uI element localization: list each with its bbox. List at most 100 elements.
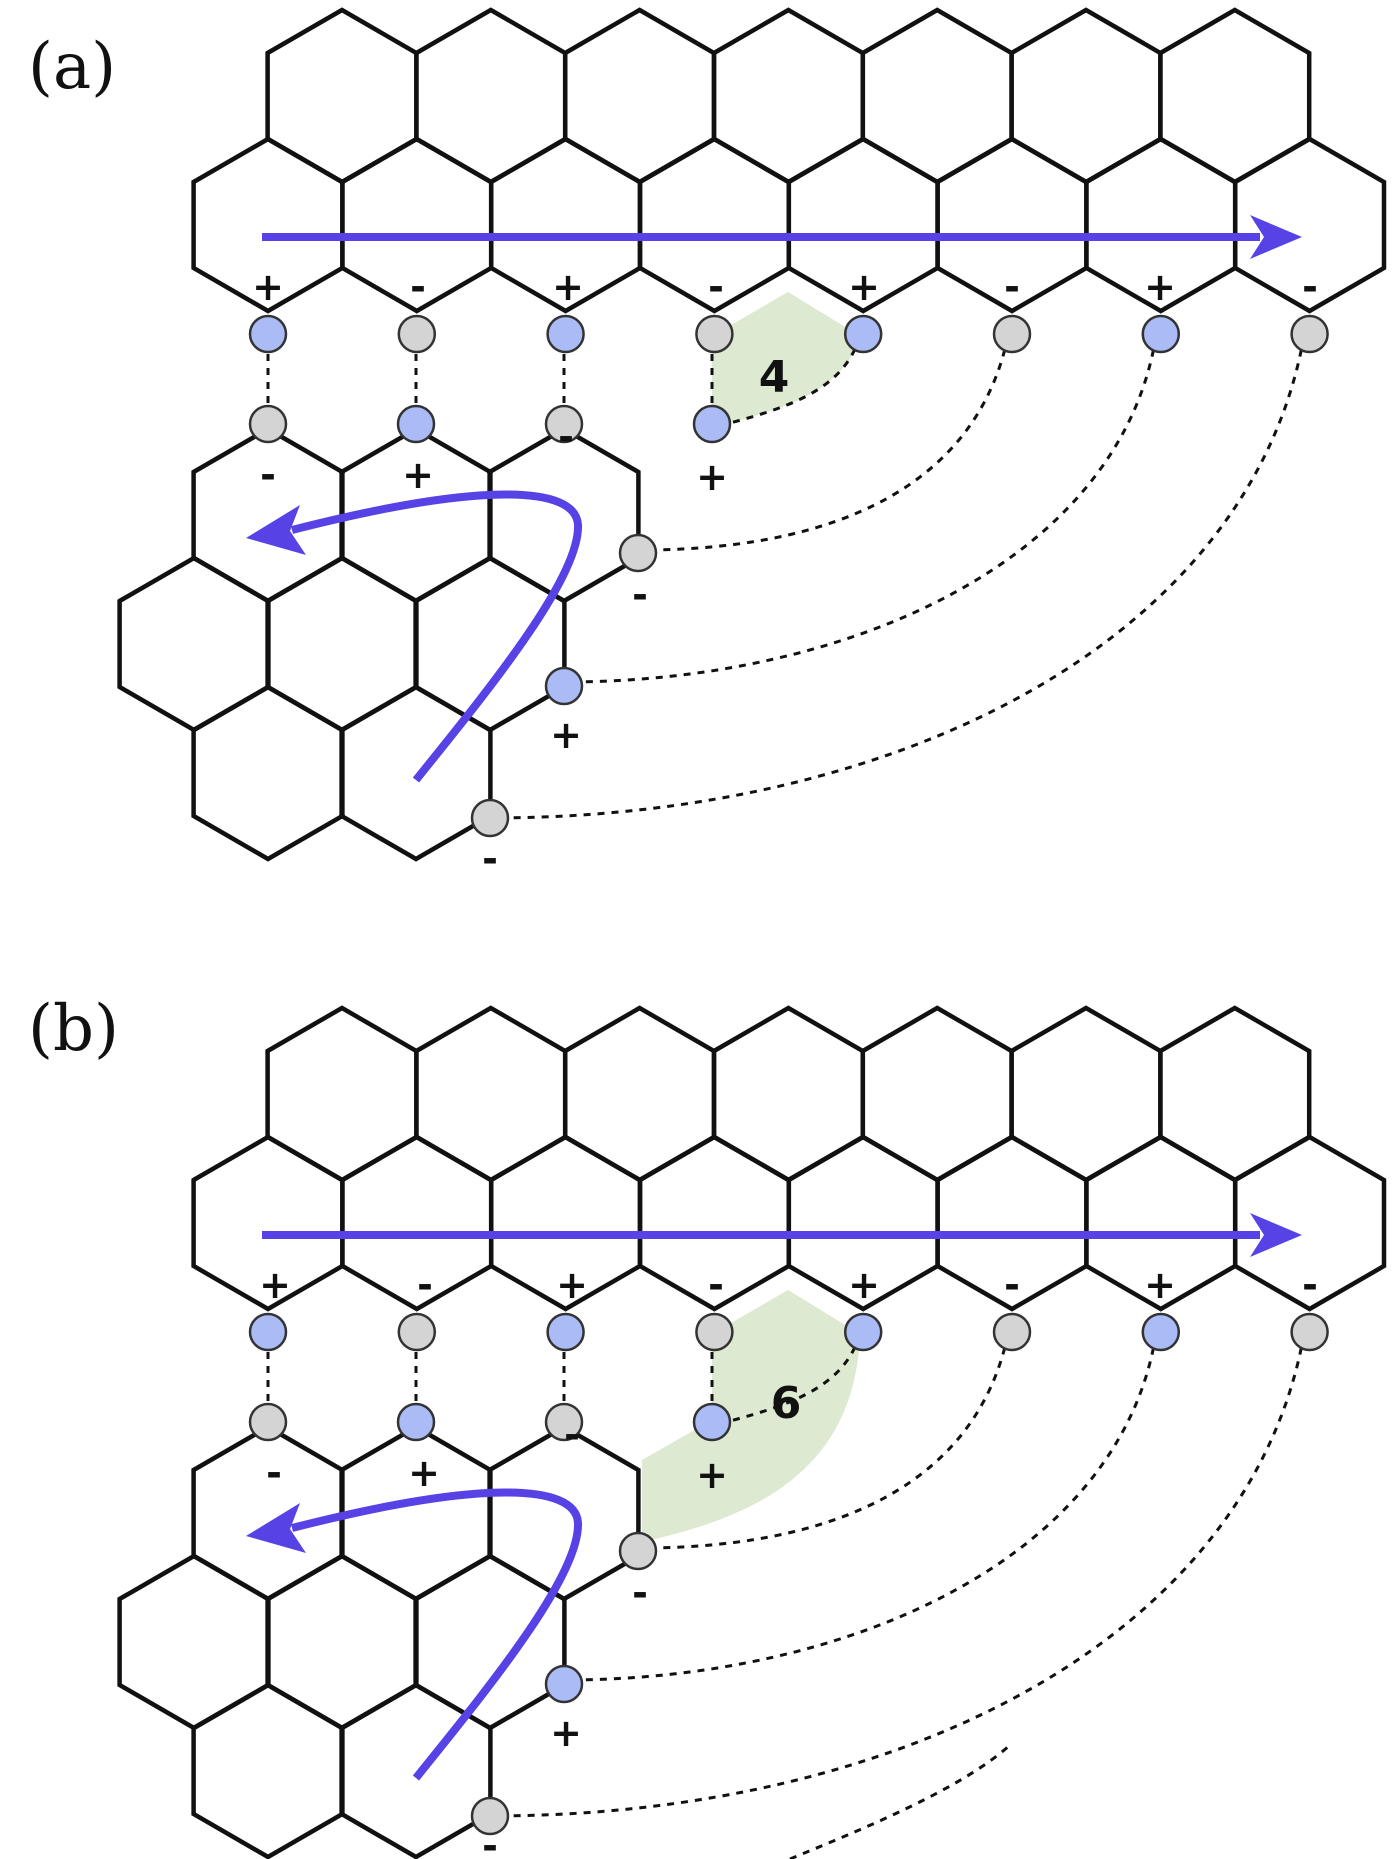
top-sign: + [848, 265, 880, 309]
dashed-curve-link [789, 1743, 1012, 1859]
dashed-links [266, 1333, 1306, 1859]
site-top [695, 314, 734, 354]
edge-sign: - [632, 1571, 648, 1615]
hexagon-cell [117, 1553, 271, 1731]
hex-lattice [117, 7, 1387, 862]
site-edge [470, 1796, 510, 1836]
hexagon-cell [413, 555, 567, 733]
hexagon-cell [414, 1005, 568, 1183]
top-sign: - [410, 265, 426, 309]
site-top [546, 314, 585, 354]
dashed-links [266, 335, 1306, 820]
flow-arrow-curve [291, 1488, 583, 1781]
hexagon-cell [265, 7, 419, 185]
lower-sign: + [402, 453, 434, 497]
panel-label: (a) [28, 30, 116, 104]
site-lower [692, 1402, 732, 1442]
site-top [992, 1312, 1032, 1352]
hexagon-cell [191, 684, 345, 862]
dashed-curve-link [563, 335, 1158, 684]
lower-sign: + [696, 455, 728, 499]
edge-sign: + [550, 713, 582, 757]
site-edge [618, 533, 658, 573]
ring-size-label: 4 [759, 352, 790, 403]
lower-sign: + [408, 1451, 440, 1495]
dashed-curve-link [725, 1333, 862, 1424]
site-top [397, 1312, 437, 1352]
site-top [843, 314, 883, 354]
hexagon-cell [413, 1553, 567, 1731]
edge-sign: - [482, 1824, 498, 1859]
hexagon-cell [414, 7, 568, 185]
hex-lattice [117, 1005, 1387, 1859]
lower-sign: - [558, 415, 574, 459]
top-sign: - [1004, 1263, 1020, 1307]
site-lower [396, 404, 436, 444]
top-sign: + [556, 1263, 588, 1307]
hexagon-cell [1009, 7, 1163, 185]
site-edge [544, 666, 584, 706]
site-top [843, 1312, 883, 1352]
hexagon-cell [1158, 7, 1312, 185]
hexagon-cell [1009, 1005, 1163, 1183]
hexagon-cell [562, 7, 717, 185]
dashed-curve-link [563, 1333, 1158, 1682]
top-sign: - [1004, 265, 1020, 309]
site-edge [544, 1664, 584, 1704]
sign-labels: + - + - + - + - - + - + - + - [252, 265, 1318, 881]
top-sign: + [1144, 1263, 1176, 1307]
panel-label: (b) [28, 992, 119, 1066]
dashed-curve-link [639, 335, 1010, 552]
edge-sign: - [482, 837, 498, 881]
site-top [1141, 1312, 1181, 1352]
lower-sign: - [260, 453, 276, 497]
dashed-curve-link [725, 335, 862, 426]
lower-sign: - [564, 1413, 580, 1457]
top-sign: - [708, 265, 724, 309]
site-top [248, 1312, 288, 1352]
site-top [248, 314, 288, 354]
lattice-sites [248, 1312, 1329, 1836]
hexagon-cell [860, 1005, 1014, 1183]
site-top [1290, 1312, 1329, 1352]
top-sign: - [1302, 265, 1318, 309]
hexagon-cell [562, 1005, 717, 1183]
top-sign: + [252, 265, 284, 309]
hexagon-cell [265, 1005, 419, 1183]
top-sign: - [708, 1263, 724, 1307]
hexagon-cell [860, 7, 1014, 185]
hexagon-cell [1232, 136, 1387, 314]
site-lower [544, 1402, 584, 1442]
site-lower [396, 1402, 436, 1442]
sign-labels: + - + - + - + - - + - + - + - [259, 1263, 1318, 1859]
flow-arrows [246, 215, 1302, 783]
site-lower [248, 1402, 288, 1442]
hexagon-cell [1232, 1134, 1387, 1312]
panel-b: (b) + - + - + - + - - + - + - + - 6 [28, 992, 1387, 1859]
site-top [397, 314, 437, 354]
top-sign: - [1302, 1263, 1318, 1307]
site-lower [248, 404, 288, 444]
hexagon-cell [117, 555, 271, 733]
hexagon-cell [265, 1553, 419, 1731]
site-top [1290, 314, 1329, 354]
flow-arrows [246, 1213, 1302, 1781]
hexagon-cell [265, 555, 419, 733]
ring-size-label: 6 [771, 1378, 802, 1429]
flow-arrow-curve [291, 490, 583, 783]
hexagon-cell [711, 1005, 866, 1183]
site-top [1141, 314, 1181, 354]
arrowhead [1250, 1213, 1302, 1257]
site-lower [544, 404, 584, 444]
hexagon-cell [1158, 1005, 1312, 1183]
site-top [546, 1312, 585, 1352]
dashed-curve-link [639, 1333, 1010, 1550]
arrowhead [246, 1503, 306, 1553]
top-sign: - [417, 1263, 433, 1307]
arrowhead [1250, 215, 1302, 259]
dashed-curve-link [489, 1333, 1306, 1818]
panel-a: (a) + - + - + - + - - + - + - + - 4 [28, 7, 1387, 881]
site-top [992, 314, 1032, 354]
lower-sign: - [266, 1451, 282, 1495]
